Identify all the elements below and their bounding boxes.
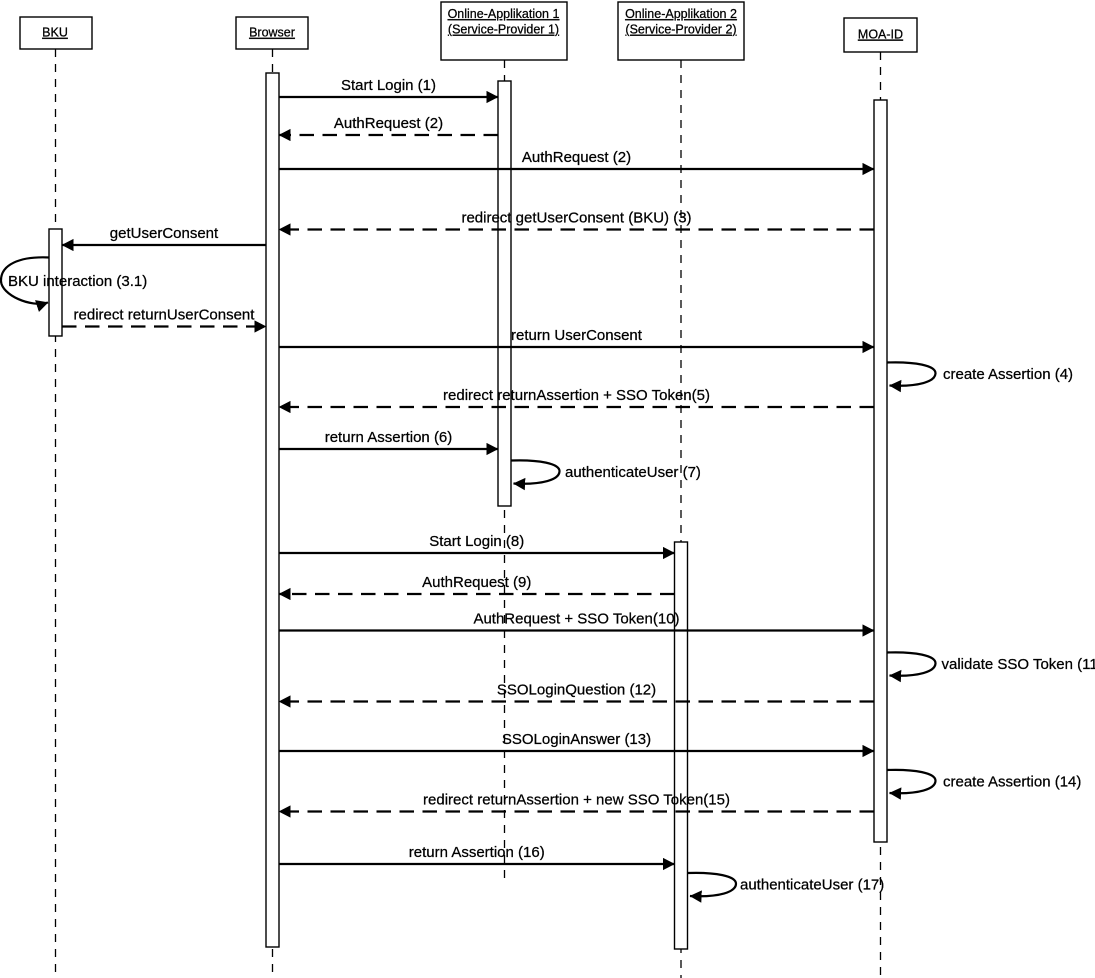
svg-text:(Service-Provider 1): (Service-Provider 1) <box>448 23 559 37</box>
svg-text:create Assertion (14): create Assertion (14) <box>943 774 1081 791</box>
svg-text:return Assertion (6): return Assertion (6) <box>325 429 453 446</box>
svg-text:redirect returnAssertion + SSO: redirect returnAssertion + SSO Token(5) <box>443 387 710 404</box>
svg-text:getUserConsent: getUserConsent <box>110 225 219 242</box>
svg-text:Browser: Browser <box>249 26 295 40</box>
svg-text:create Assertion (4): create Assertion (4) <box>943 366 1073 383</box>
svg-text:redirect getUserConsent (BKU): redirect getUserConsent (BKU) (3) <box>461 210 691 227</box>
svg-text:BKU interaction (3.1): BKU interaction (3.1) <box>8 273 147 290</box>
svg-text:authenticateUser (7): authenticateUser (7) <box>565 464 701 481</box>
svg-text:(Service-Provider 2): (Service-Provider 2) <box>625 23 736 37</box>
svg-text:AuthRequest (2): AuthRequest (2) <box>334 115 443 132</box>
svg-text:AuthRequest + SSO Token(10): AuthRequest + SSO Token(10) <box>473 611 679 628</box>
svg-text:MOA-ID: MOA-ID <box>858 28 903 42</box>
svg-text:authenticateUser (17): authenticateUser (17) <box>740 877 884 894</box>
svg-text:BKU: BKU <box>42 26 68 40</box>
svg-text:AuthRequest (9): AuthRequest (9) <box>422 574 531 591</box>
svg-text:redirect returnAssertion + new: redirect returnAssertion + new SSO Token… <box>423 792 730 809</box>
svg-text:SSOLoginAnswer (13): SSOLoginAnswer (13) <box>502 731 651 748</box>
svg-text:return Assertion (16): return Assertion (16) <box>409 844 545 861</box>
svg-text:Online-Applikation 2: Online-Applikation 2 <box>625 7 737 21</box>
svg-text:Start Login (1): Start Login (1) <box>341 77 436 94</box>
svg-text:AuthRequest (2): AuthRequest (2) <box>522 149 631 166</box>
svg-text:redirect returnUserConsent: redirect returnUserConsent <box>74 307 256 324</box>
svg-text:validate SSO Token (11): validate SSO Token (11) <box>942 656 1095 673</box>
svg-text:SSOLoginQuestion (12): SSOLoginQuestion (12) <box>497 682 656 699</box>
svg-text:Start Login (8): Start Login (8) <box>429 533 524 550</box>
svg-text:Online-Applikation 1: Online-Applikation 1 <box>448 7 560 21</box>
svg-text:return UserConsent: return UserConsent <box>511 327 643 344</box>
